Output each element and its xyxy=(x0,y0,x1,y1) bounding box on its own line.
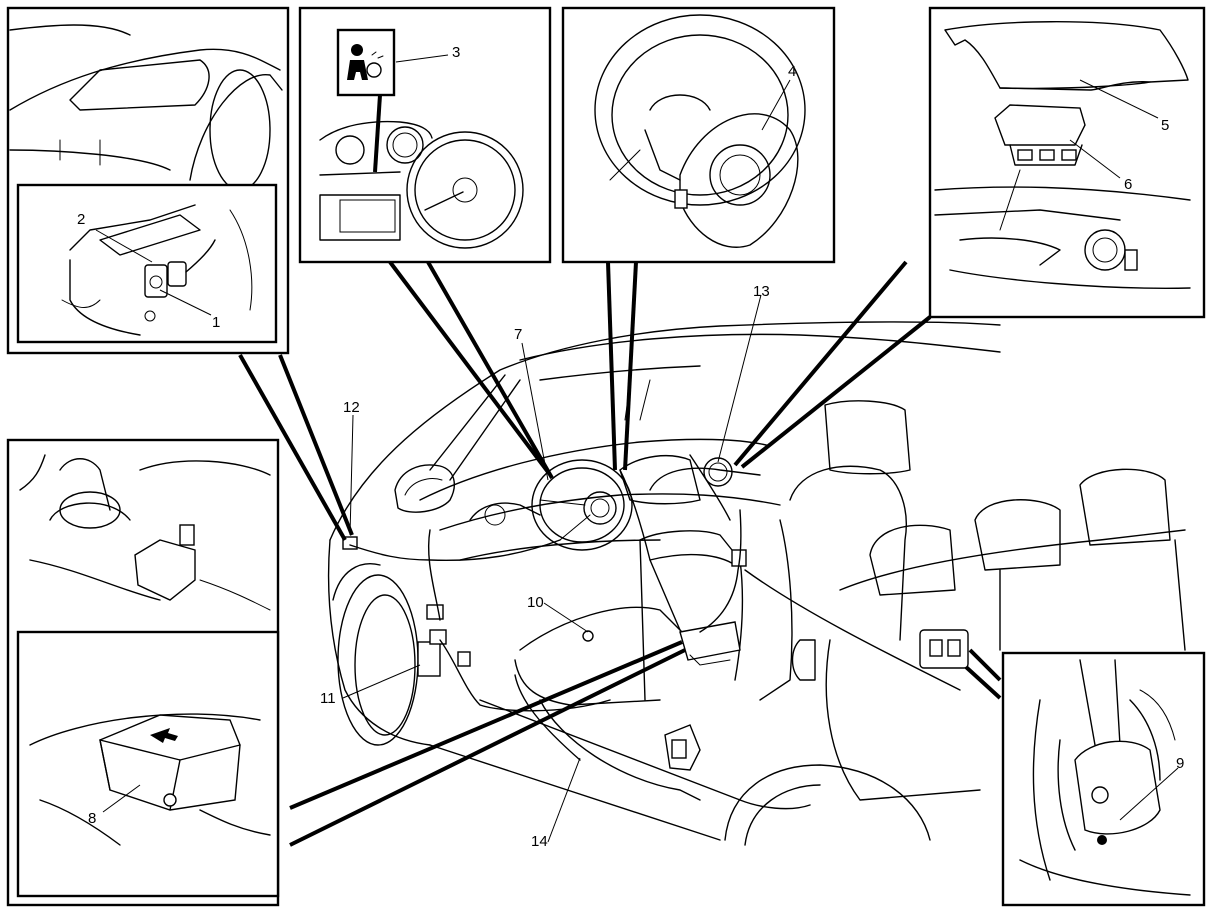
inset-front-sensor-sub-frame xyxy=(16,183,278,344)
callout-10: 10 xyxy=(527,594,544,611)
callout-13: 13 xyxy=(753,283,770,300)
callout-2: 2 xyxy=(77,211,85,228)
passenger-airbag-detail xyxy=(934,21,1191,289)
steering-wheel-detail xyxy=(594,14,806,248)
callout-14: 14 xyxy=(531,833,548,850)
leader-lines xyxy=(238,260,1002,847)
callout-8: 8 xyxy=(88,810,96,827)
callout-4: 4 xyxy=(788,63,796,80)
inset-passenger-airbag-frame xyxy=(928,6,1206,319)
callout-9: 9 xyxy=(1176,755,1184,772)
callout-3: 3 xyxy=(452,44,460,61)
inset-front-bumper xyxy=(9,24,283,191)
warning-lamp-frame xyxy=(336,28,396,97)
callout-7: 7 xyxy=(514,326,522,343)
sdm-detail xyxy=(29,713,271,846)
pretensioner-detail xyxy=(1019,659,1191,896)
callout-6: 6 xyxy=(1124,176,1132,193)
callout-5: 5 xyxy=(1161,117,1169,134)
arrow-icon xyxy=(150,728,178,743)
meter-cluster-detail xyxy=(319,120,524,249)
callout-1: 1 xyxy=(212,314,220,331)
callout-11: 11 xyxy=(320,690,336,707)
vehicle-cutaway xyxy=(327,321,1186,846)
callout-leaders xyxy=(95,54,1179,843)
front-sensor-detail xyxy=(61,204,253,336)
inset-steering-frame xyxy=(561,6,836,264)
airbag-warning-icon xyxy=(347,44,384,80)
callouts: 1 2 3 4 5 6 7 8 9 10 11 12 13 14 xyxy=(77,44,1184,850)
console-detail xyxy=(19,454,271,611)
callout-12: 12 xyxy=(343,399,360,416)
